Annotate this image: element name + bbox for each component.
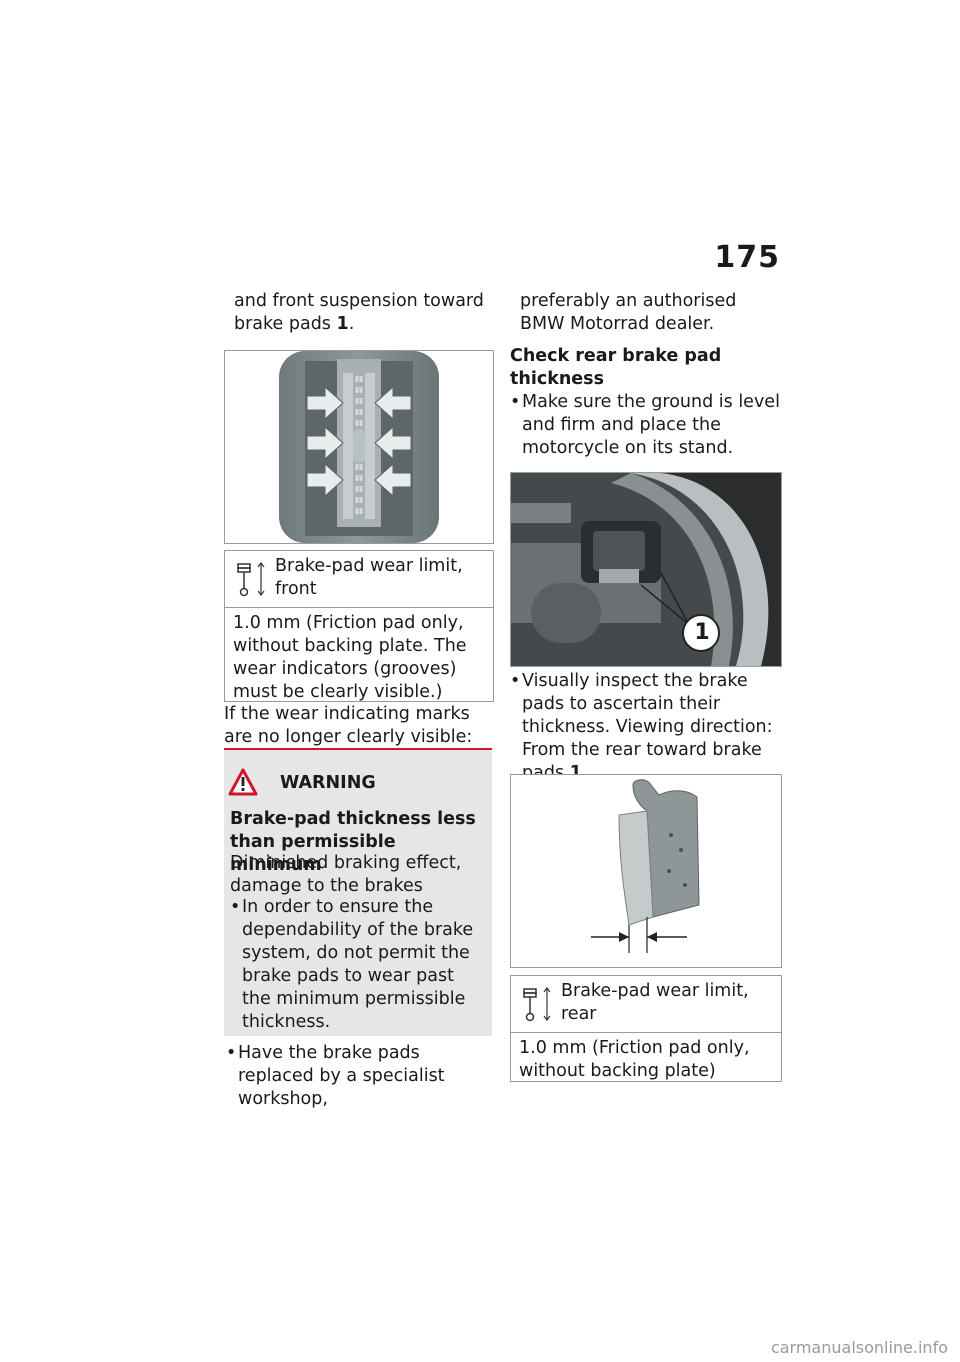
list-item: In order to ensure the dependability of … — [230, 896, 476, 1034]
footer-watermark: carmanualsonline.info — [770, 1338, 948, 1357]
intro-reference-number: 1 — [336, 314, 349, 334]
intro-period: . — [348, 314, 355, 334]
step2-text: Visually inspect the brake pads to ascer… — [522, 671, 773, 783]
spec-label: Brake-pad wear limit, rear — [561, 981, 749, 1024]
continuation-text: preferably an authorised BMW Motorrad de… — [520, 291, 737, 334]
rear-caliper-photo: 1 — [510, 472, 782, 667]
photo-callout-number: 1 — [694, 620, 710, 645]
warning-title: WARNING — [280, 773, 376, 793]
wear-limit-icon — [237, 562, 265, 597]
spec-header: Brake-pad wear limit, rear — [511, 976, 781, 1033]
spec-label: Brake-pad wear limit, front — [275, 556, 463, 599]
warning-consequence: Diminished braking effect, damage to the… — [230, 853, 462, 896]
warning-instruction-list: In order to ensure the dependability of … — [230, 896, 476, 1034]
action-list: Have the brake pads replaced by a specia… — [226, 1042, 490, 1111]
front-wear-limit-spec: Brake-pad wear limit, front 1.0 mm (Fric… — [224, 550, 494, 702]
step1-list: Make sure the ground is level and firm a… — [510, 391, 780, 460]
list-item: Visually inspect the brake pads to ascer… — [510, 670, 780, 785]
spec-value: 1.0 mm (Friction pad only, without backi… — [233, 613, 467, 702]
spec-value: 1.0 mm (Friction pad only, without backi… — [519, 1038, 750, 1081]
rear-wear-limit-spec: Brake-pad wear limit, rear 1.0 mm (Frict… — [510, 975, 782, 1082]
list-item: Have the brake pads replaced by a specia… — [226, 1042, 490, 1111]
brake-pad-diagram — [510, 774, 782, 968]
wear-limit-icon — [523, 987, 551, 1022]
section-heading: Check rear brake pad thickness — [510, 346, 722, 389]
spec-header: Brake-pad wear limit, front — [225, 551, 493, 608]
warning-triangle-icon — [228, 768, 258, 796]
condition-text: If the wear indicating marks are no long… — [224, 704, 473, 747]
warning-heading: Brake-pad thickness less than permissibl… — [230, 809, 476, 875]
warning-box: WARNING Brake-pad thickness less than pe… — [224, 748, 492, 1036]
page-number: 175 — [714, 240, 780, 275]
front-caliper-figure — [224, 350, 494, 544]
step2-period: . — [581, 763, 588, 783]
list-item: Make sure the ground is level and firm a… — [510, 391, 780, 460]
rear-caliper-illustration — [511, 473, 781, 666]
intro-text: and front suspension toward brake pads — [234, 291, 484, 334]
brake-pad-illustration — [591, 779, 700, 953]
intro-paragraph: and front suspension toward brake pads 1… — [224, 290, 492, 336]
step2-list: Visually inspect the brake pads to ascer… — [510, 670, 780, 785]
front-caliper-illustration — [279, 351, 439, 543]
